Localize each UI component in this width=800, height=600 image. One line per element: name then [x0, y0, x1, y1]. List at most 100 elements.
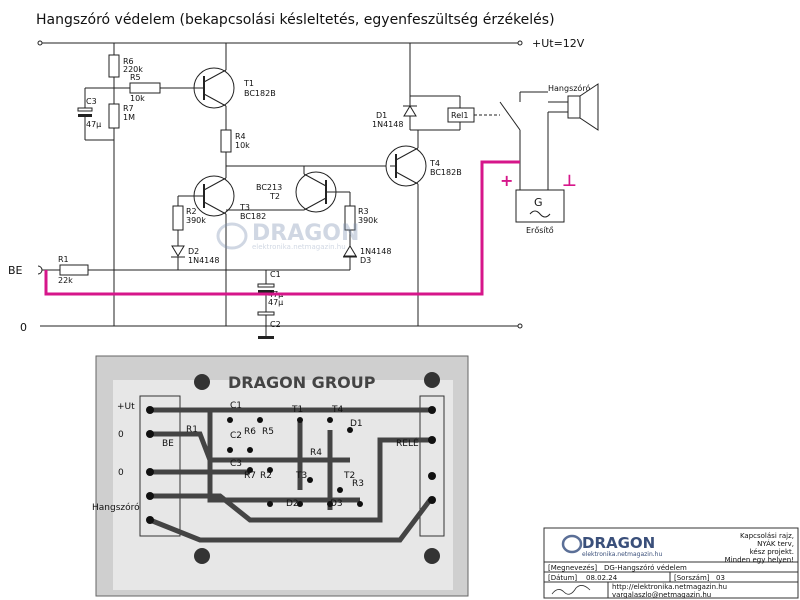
pcb-r4: R4: [310, 448, 322, 458]
resistor-r5: R5 10k: [129, 73, 190, 103]
resistor-r4: R4 10k: [220, 129, 250, 166]
t4-value: BC182B: [430, 168, 462, 177]
t2-value: BC213: [256, 183, 282, 192]
t2-name: T2: [269, 192, 280, 201]
supply-rail: +Ut=12V: [37, 37, 585, 50]
capacitor-c3: C3 47µ: [77, 88, 114, 141]
pcb-zero2: 0: [118, 468, 124, 478]
tb-date-label: [Dátum]: [548, 574, 577, 582]
t1-value: BC182B: [244, 89, 276, 98]
pcb-d3: D3: [330, 499, 343, 509]
tb-serial-value: 03: [716, 574, 725, 582]
transistor-t4: T4 BC182B: [385, 130, 462, 326]
t4-name: T4: [429, 159, 440, 168]
pcb-rele: RELÉ: [396, 437, 419, 449]
r1-value: 22k: [58, 276, 73, 285]
sense-wire: [44, 160, 520, 296]
r7-value: 1M: [123, 113, 135, 122]
amplifier: G Erősítő + ⊥: [500, 160, 577, 235]
input-be: BE: [8, 264, 60, 277]
tb-name-value: DG-Hangszóró védelem: [604, 564, 687, 572]
signature-image: [551, 585, 591, 595]
r7-name: R7: [123, 104, 134, 113]
diode-d1: D1 1N4148: [372, 43, 418, 131]
tb-email: vargalaszlo@netmagazin.hu: [612, 591, 711, 599]
pcb-d1: D1: [350, 419, 363, 429]
plus-sign: +: [500, 171, 513, 190]
diagram-title: Hangszóró védelem (bekapcsolási késlelte…: [36, 12, 555, 28]
speaker-label: Hangszóró: [548, 83, 590, 93]
r5-value: 10k: [130, 94, 145, 103]
tb-name-label: [Megnevezés]: [548, 564, 597, 572]
ground-sign: ⊥: [562, 171, 577, 190]
logo-icon: [561, 534, 583, 554]
ground-label: 0: [20, 321, 27, 334]
transistor-t2: BC213 T2: [226, 166, 350, 213]
tb-desc-3: kész projekt.: [750, 548, 794, 556]
tb-logo: DRAGON: [582, 534, 655, 552]
pcb-header: DRAGON GROUP: [228, 373, 376, 392]
diode-d2: D2 1N4148: [171, 245, 219, 270]
r6-value: 220k: [123, 65, 143, 74]
c3-name: C3: [86, 97, 97, 106]
pcb-r7: R7: [244, 471, 256, 481]
pcb-r5: R5: [262, 427, 274, 437]
title-block: DRAGON elektronika.netmagazin.hu Kapcsol…: [543, 527, 799, 599]
watermark-url: elektronika.netmagazin.hu: [252, 243, 346, 251]
pcb-r6: R6: [244, 427, 256, 437]
watermark: DRAGON elektronika.netmagazin.hu: [216, 221, 359, 251]
supply-label: +Ut=12V: [532, 37, 585, 50]
pcb-layout: DRAGON GROUP +Ut 0 0 BE Hangszóró C1 T1 …: [92, 355, 469, 597]
t3-value: BC182: [240, 212, 266, 221]
amp-symbol: G: [534, 196, 543, 209]
pcb-r2: R2: [260, 471, 272, 481]
t1-name: T1: [243, 79, 254, 88]
pcb-r1: R1: [186, 425, 198, 435]
watermark-brand: DRAGON: [252, 221, 359, 246]
tb-desc-4: Minden egy helyen!: [725, 556, 794, 564]
tb-serial-label: [Sorszám]: [674, 574, 710, 582]
pcb-t3: T3: [295, 471, 307, 481]
tb-url: http://elektronika.netmagazin.hu: [612, 583, 727, 591]
pcb-t2: T2: [343, 471, 355, 481]
r5-name: R5: [130, 73, 141, 82]
r6-name: R6: [123, 57, 134, 66]
t3-name: T3: [239, 203, 250, 212]
transistor-t3: T3 BC182: [178, 166, 266, 326]
pcb-ut: +Ut: [117, 402, 135, 412]
d3-name: D3: [360, 256, 371, 265]
relay-label: Rel1: [451, 111, 468, 120]
pcb-be: BE: [162, 439, 174, 449]
tb-date-value: 08.02.24: [586, 574, 618, 582]
r3-value: 390k: [358, 216, 378, 225]
d3-value: 1N4148: [360, 247, 391, 256]
r2-name: R2: [186, 207, 197, 216]
pcb-c3: C3: [230, 459, 242, 469]
pcb-speaker: Hangszóró: [92, 502, 140, 513]
tb-logo-sub: elektronika.netmagazin.hu: [582, 551, 662, 558]
r3-name: R3: [358, 207, 369, 216]
r4-name: R4: [235, 132, 246, 141]
ground-rail: 0: [20, 321, 523, 334]
speaker: Hangszóró: [547, 83, 599, 180]
resistor-r1: R1 22k: [58, 255, 270, 285]
pcb-r3: R3: [352, 479, 364, 489]
pcb-t4: T4: [331, 405, 343, 415]
d2-value: 1N4148: [188, 256, 219, 265]
pcb-t1: T1: [291, 405, 303, 415]
pcb-d2: D2: [286, 499, 299, 509]
r1-name: R1: [58, 255, 69, 264]
resistor-r6: R6 220k: [108, 43, 143, 78]
d1-name: D1: [376, 111, 387, 120]
input-label: BE: [8, 264, 23, 277]
d2-name: D2: [188, 247, 199, 256]
d1-value: 1N4148: [372, 120, 403, 129]
diode-d3: 1N4148 D3: [343, 245, 391, 270]
c2-name: C2: [270, 320, 281, 329]
r2-value: 390k: [186, 216, 206, 225]
relay-rel1: Rel1: [410, 91, 548, 160]
c2-value: 47µ: [268, 298, 283, 307]
resistor-r2: R2 390k: [172, 196, 206, 246]
resistor-r3: R3 390k: [344, 192, 378, 246]
